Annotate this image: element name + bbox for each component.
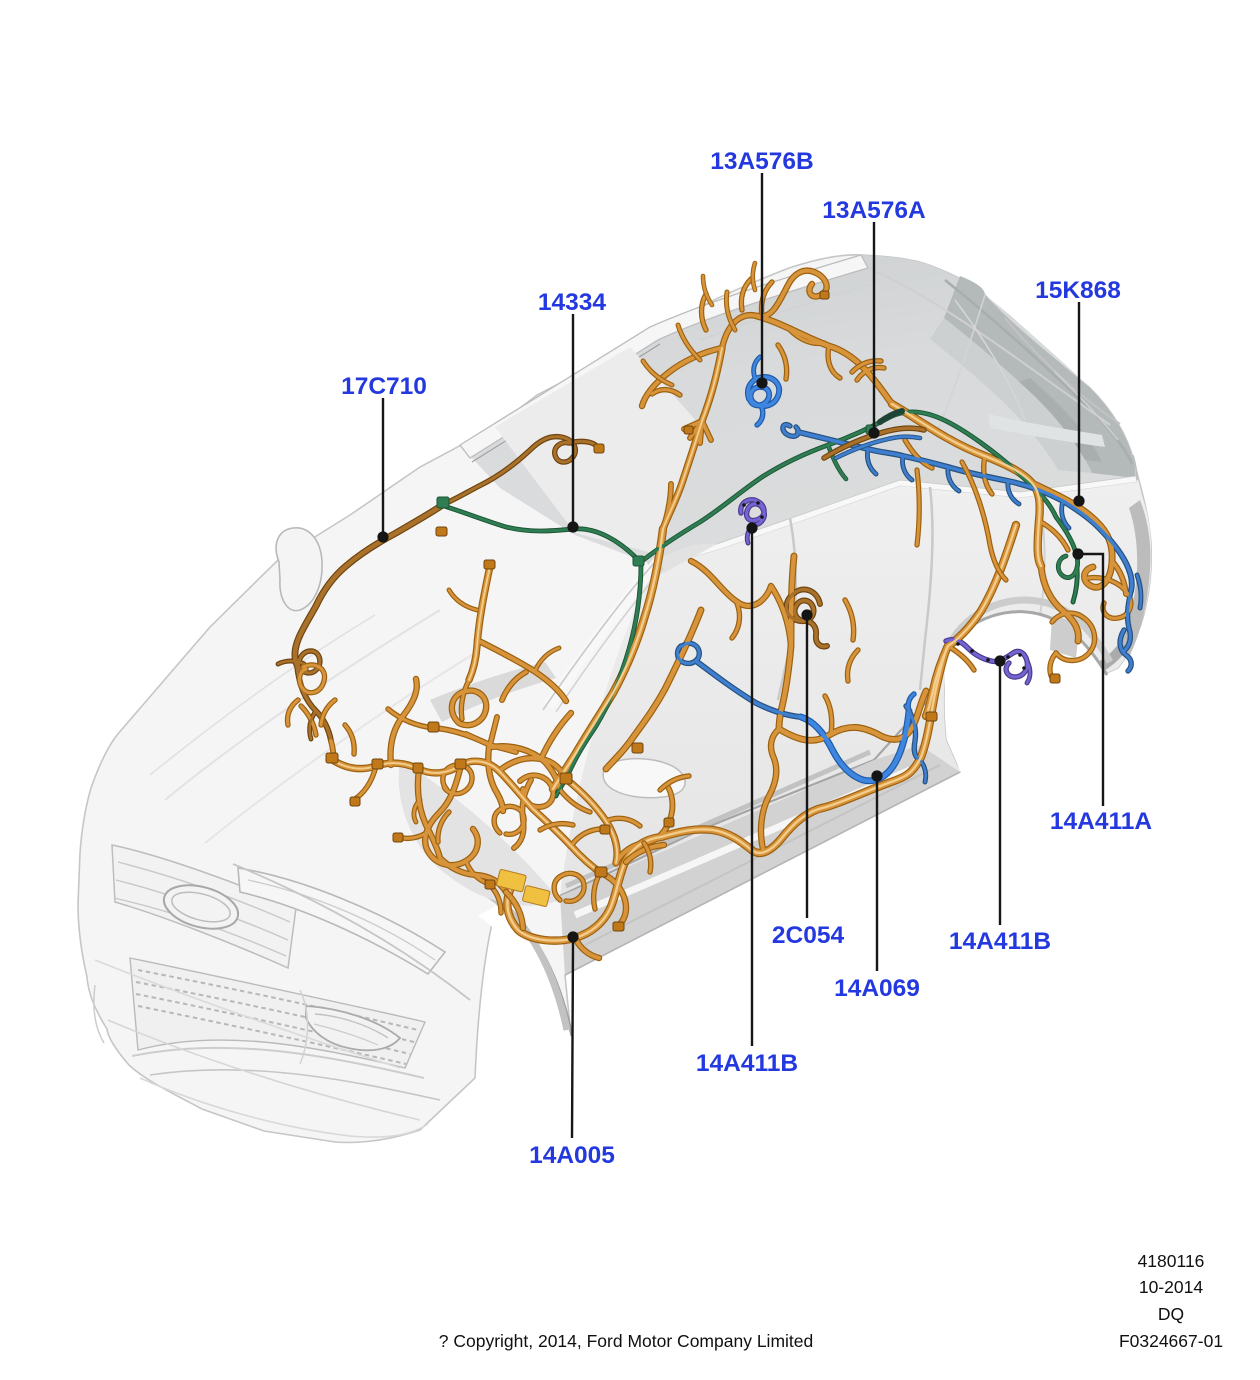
svg-text:17C710: 17C710 <box>341 373 427 400</box>
svg-text:2C054: 2C054 <box>772 922 845 949</box>
svg-text:10-2014: 10-2014 <box>1139 1277 1203 1297</box>
svg-text:14A005: 14A005 <box>529 1142 615 1169</box>
svg-text:15K868: 15K868 <box>1035 277 1121 304</box>
svg-text:14A411A: 14A411A <box>1050 808 1152 835</box>
svg-text:13A576A: 13A576A <box>822 197 926 224</box>
svg-text:F0324667-01: F0324667-01 <box>1119 1331 1223 1351</box>
svg-text:14A411B: 14A411B <box>696 1050 798 1077</box>
svg-text:13A576B: 13A576B <box>710 148 814 175</box>
svg-text:14A411B: 14A411B <box>949 928 1051 955</box>
svg-text:? Copyright, 2014, Ford Motor: ? Copyright, 2014, Ford Motor Company Li… <box>439 1331 813 1351</box>
svg-text:14334: 14334 <box>538 289 607 316</box>
svg-text:DQ: DQ <box>1158 1304 1184 1324</box>
svg-text:4180116: 4180116 <box>1138 1251 1205 1271</box>
svg-text:14A069: 14A069 <box>834 975 920 1002</box>
